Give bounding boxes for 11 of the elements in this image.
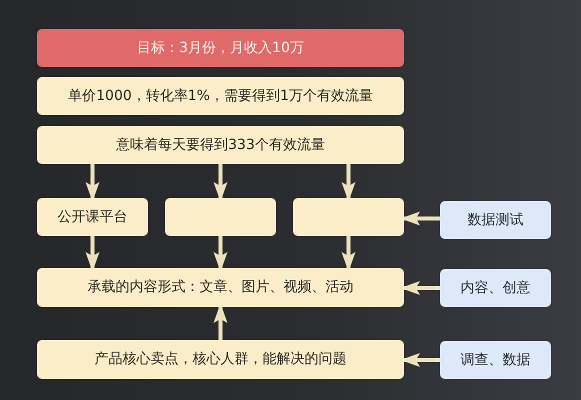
- process-box: [293, 198, 404, 236]
- process-box: 单价1000，转化率1%，需要得到1万个有效流量: [37, 77, 404, 115]
- goal-box: 目标：3月份，月收入10万: [37, 29, 404, 67]
- process-box: 产品核心卖点，核心人群，能解决的问题: [37, 340, 404, 379]
- note-box: 数据测试: [440, 201, 551, 239]
- note-box: 内容、创意: [440, 269, 551, 307]
- note-box: 调查、数据: [440, 341, 551, 379]
- process-box: [165, 198, 276, 236]
- process-box: 意味着每天要得到333个有效流量: [37, 126, 404, 164]
- process-box: 公开课平台: [37, 198, 148, 236]
- process-box: 承载的内容形式：文章、图片、视频、活动: [37, 268, 404, 307]
